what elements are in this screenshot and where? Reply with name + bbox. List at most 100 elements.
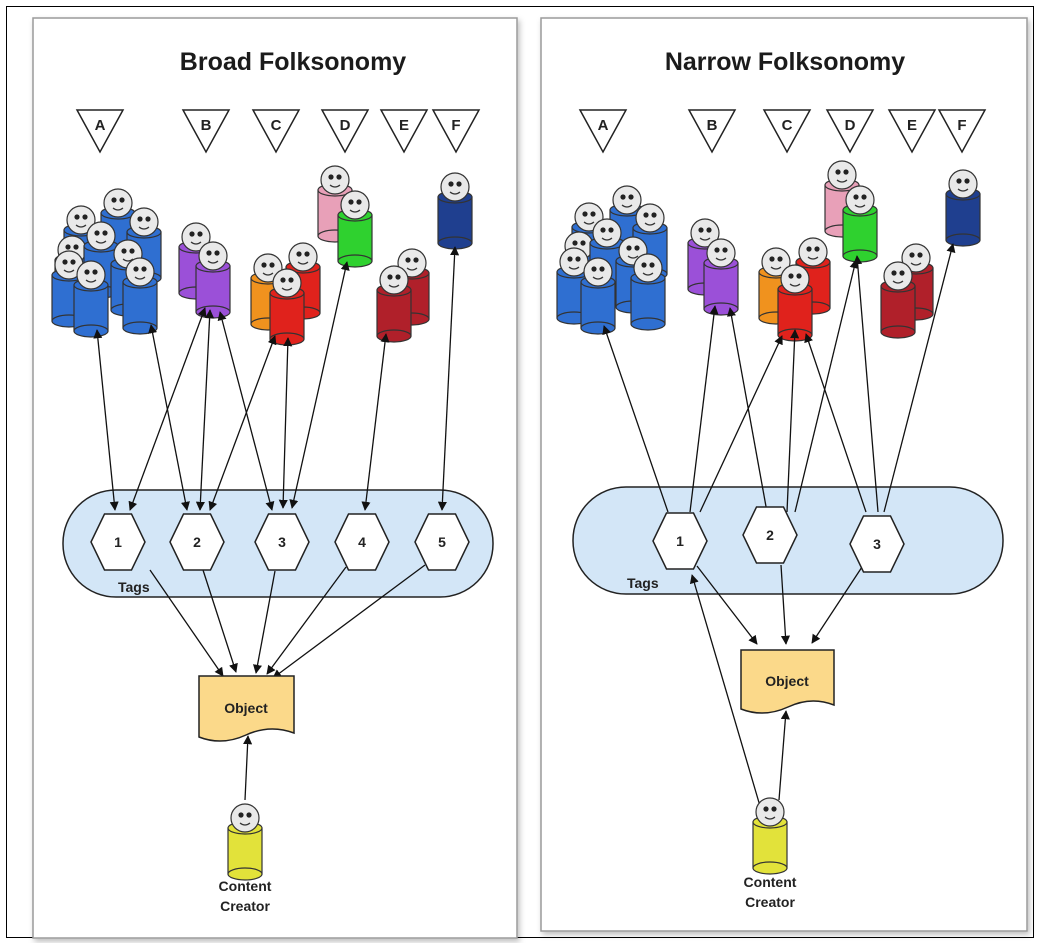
hexagon-tag-icon: 1	[90, 513, 146, 571]
arrow	[853, 255, 879, 513]
arrow	[149, 569, 224, 677]
arrow	[883, 243, 956, 513]
panel-title: Narrow Folksonomy	[665, 48, 905, 76]
svg-text:D: D	[340, 117, 351, 134]
person-icon	[195, 241, 231, 319]
tag-number: 3	[278, 534, 286, 550]
arrow	[208, 335, 277, 511]
person-icon	[945, 169, 981, 247]
svg-text:C: C	[782, 117, 793, 134]
arrow	[202, 569, 238, 673]
group-marker-a: A	[75, 109, 125, 154]
document-icon	[198, 675, 295, 742]
group-marker-f: F	[431, 109, 481, 154]
content-creator	[752, 797, 788, 875]
arrow	[437, 246, 460, 511]
person-icon	[122, 257, 158, 335]
object-label: Object	[224, 700, 268, 716]
hexagon-tag-icon: 4	[334, 513, 390, 571]
arrow	[699, 335, 783, 513]
arrow	[128, 307, 207, 511]
creator-label-line1: Content	[219, 878, 272, 894]
tag-arrows	[93, 246, 460, 801]
arrow	[811, 566, 863, 644]
object-document: Object	[740, 649, 835, 714]
person-icon	[752, 797, 788, 875]
arrow	[361, 333, 390, 511]
arrow	[272, 564, 426, 679]
group-marker-a: A	[578, 109, 628, 154]
person-icon	[777, 264, 813, 342]
svg-text:A: A	[598, 117, 609, 134]
arrow	[602, 325, 669, 513]
arrow	[289, 261, 350, 509]
arrow	[243, 735, 253, 801]
arrow	[778, 710, 790, 801]
hexagon-tag-icon: 3	[254, 513, 310, 571]
panel-title: Broad Folksonomy	[180, 48, 407, 76]
person-icon	[269, 268, 305, 346]
group-markers: A B C D E F	[75, 109, 481, 154]
group-marker-d: D	[320, 109, 370, 154]
group-marker-b: B	[687, 109, 737, 154]
person-icon	[376, 265, 412, 343]
person-icon	[337, 190, 373, 268]
svg-text:D: D	[845, 117, 856, 134]
arrow	[804, 333, 867, 513]
arrow	[786, 329, 800, 513]
creator-label-line2: Creator	[220, 898, 270, 914]
svg-text:A: A	[95, 117, 106, 134]
arrow	[696, 565, 758, 645]
hexagon-tag-icon: 5	[414, 513, 470, 571]
tag-arrows	[602, 243, 956, 807]
arrow	[278, 337, 293, 509]
person-icon	[703, 238, 739, 316]
group-markers: A B C D E F	[578, 109, 987, 154]
tag-number: 1	[114, 534, 122, 550]
hexagon-tag-icon: 3	[849, 515, 905, 573]
arrow	[689, 574, 761, 807]
svg-text:F: F	[957, 117, 966, 134]
tag-number: 2	[766, 527, 774, 543]
person-icon	[227, 803, 263, 881]
svg-text:E: E	[907, 117, 917, 134]
arrow	[266, 566, 347, 675]
svg-text:F: F	[451, 117, 460, 134]
svg-text:B: B	[707, 117, 718, 134]
object-label: Object	[765, 673, 809, 689]
group-marker-e: E	[379, 109, 429, 154]
person-icon	[880, 261, 916, 339]
hexagon-tag-icon: 1	[652, 512, 708, 570]
group-marker-f: F	[937, 109, 987, 154]
arrow	[780, 564, 791, 645]
document-icon	[740, 649, 835, 714]
group-marker-c: C	[762, 109, 812, 154]
arrow	[794, 259, 859, 513]
tag-hexagons: 1 2 3 4 5	[90, 513, 470, 571]
group-marker-d: D	[825, 109, 875, 154]
panel-card	[32, 17, 518, 939]
tag-number: 2	[193, 534, 201, 550]
tag-number: 5	[438, 534, 446, 550]
arrow	[726, 307, 768, 513]
tags-label: Tags	[627, 575, 659, 591]
tag-number: 4	[358, 534, 366, 550]
arrow	[689, 305, 719, 513]
tag-number: 3	[873, 536, 881, 552]
content-creator	[227, 803, 263, 881]
tags-label: Tags	[118, 579, 150, 595]
creator-label-line1: Content	[744, 874, 797, 890]
person-icon	[842, 185, 878, 263]
person-icon	[437, 172, 473, 250]
person-icon	[630, 253, 666, 331]
person-icon	[73, 260, 109, 338]
group-marker-b: B	[181, 109, 231, 154]
object-document: Object	[198, 675, 295, 742]
panel-narrow-folksonomy: Narrow Folksonomy A B C D E F Tags 1 2 3 O…	[540, 17, 1028, 932]
tag-hexagons: 1 2 3	[652, 506, 905, 573]
arrow	[93, 329, 119, 511]
svg-text:E: E	[399, 117, 409, 134]
group-marker-e: E	[887, 109, 937, 154]
